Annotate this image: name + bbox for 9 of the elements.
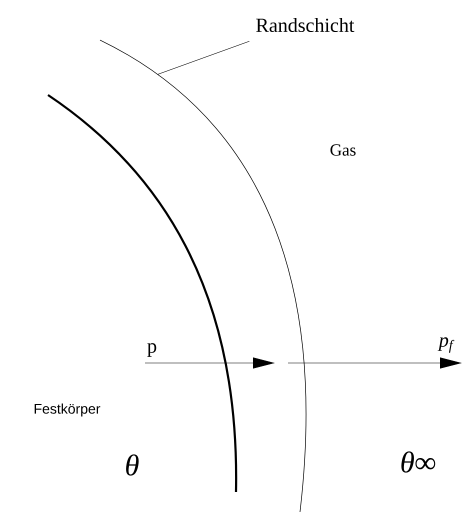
temperature-label: θ	[126, 454, 139, 476]
layer-label: Randschicht	[256, 18, 354, 32]
temperature-label: θ∞	[401, 451, 436, 473]
boundary-layer-curve	[100, 40, 306, 512]
region-label: Festkörper	[34, 403, 100, 417]
region-label: Gas	[330, 144, 356, 156]
quantity-label: p$_{f}$	[438, 337, 454, 353]
quantity-label: p	[147, 343, 156, 357]
leader-line	[157, 40, 250, 75]
